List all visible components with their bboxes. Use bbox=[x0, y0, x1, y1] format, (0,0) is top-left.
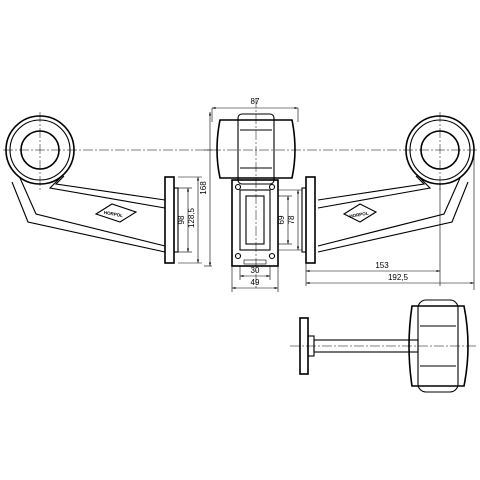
dimension-lines: 87 98 128,5 168 69 78 30 bbox=[177, 97, 475, 292]
dim-label-87: 87 bbox=[251, 97, 260, 106]
left-lamp-ring bbox=[9, 119, 71, 181]
right-lamp-ring bbox=[409, 119, 471, 181]
right-base-plate-inner bbox=[301, 187, 307, 253]
left-arm-upper-edge-inner bbox=[54, 175, 166, 201]
dim-label-153: 153 bbox=[375, 261, 389, 270]
front-view bbox=[216, 113, 296, 267]
front-base-slot bbox=[243, 259, 267, 265]
front-mount-plate bbox=[231, 179, 279, 267]
left-arm-view: HORPOL bbox=[5, 115, 179, 264]
dim-label-128-5: 128,5 bbox=[187, 207, 196, 228]
left-arm-upper-edge bbox=[48, 177, 166, 209]
right-arm-upper-edge bbox=[317, 177, 432, 209]
front-bolt-tl bbox=[234, 183, 242, 191]
side-lamp-lens bbox=[417, 299, 459, 393]
front-bolt-tr bbox=[268, 183, 276, 191]
right-base-plate bbox=[305, 176, 316, 264]
front-bolt-bl bbox=[234, 252, 242, 260]
left-base-plate bbox=[164, 176, 175, 264]
dim-label-98: 98 bbox=[177, 215, 186, 224]
right-logo-text: HORPOL bbox=[349, 211, 369, 219]
side-view bbox=[299, 299, 469, 393]
right-arm-view: HORPOL bbox=[301, 115, 475, 264]
right-horpol-logo: HORPOL bbox=[342, 203, 378, 223]
left-lamp-outer bbox=[5, 115, 75, 185]
left-arm-lower-edge bbox=[11, 181, 166, 253]
dim-label-168: 168 bbox=[199, 181, 208, 195]
front-bolt-br bbox=[268, 252, 276, 260]
dim-label-192-5: 192,5 bbox=[388, 273, 409, 282]
right-arm-lower-edge-inner bbox=[317, 177, 461, 247]
left-horpol-logo: HORPOL bbox=[94, 203, 138, 223]
left-arm-lower-edge-inner bbox=[19, 177, 166, 247]
right-arm-upper-edge-inner bbox=[317, 175, 426, 201]
left-logo-text: HORPOL bbox=[103, 210, 123, 218]
dim-label-69: 69 bbox=[277, 215, 286, 224]
right-lamp-lens bbox=[420, 130, 460, 170]
front-lamp-lens bbox=[237, 113, 275, 185]
left-lamp-lens bbox=[20, 130, 60, 170]
front-lamp-body bbox=[216, 119, 296, 179]
dim-label-78: 78 bbox=[287, 215, 296, 224]
side-lamp-body bbox=[408, 305, 469, 387]
front-mount-core bbox=[245, 195, 265, 245]
dim-label-30: 30 bbox=[251, 266, 260, 275]
dim-label-49: 49 bbox=[251, 278, 260, 287]
left-base-plate-inner bbox=[173, 187, 179, 253]
right-arm-lower-edge bbox=[317, 181, 469, 253]
front-mount-inner bbox=[239, 189, 271, 251]
